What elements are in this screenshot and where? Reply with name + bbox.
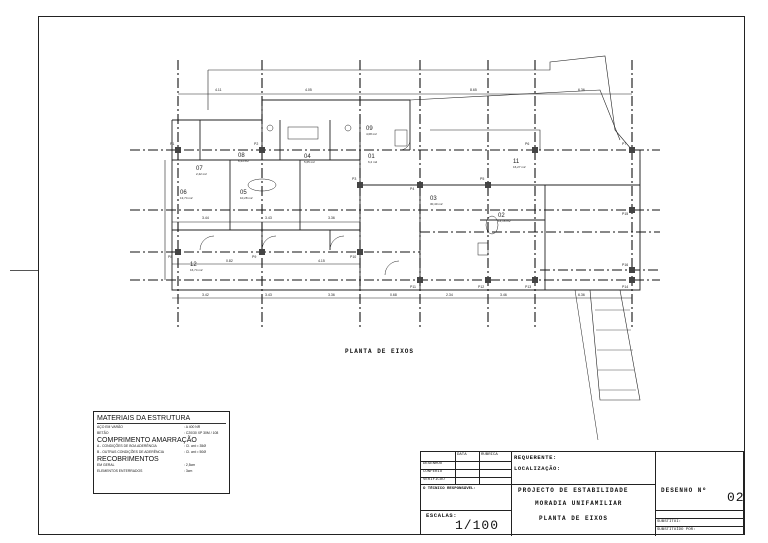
row-conferiu: CONFERIU <box>423 470 443 474</box>
room-area: 5,65 m2 <box>304 160 315 164</box>
dimension: 0.82 <box>226 259 233 263</box>
col-rubrica: RUBRICA <box>481 453 498 457</box>
room-label: 06 <box>180 190 187 196</box>
plan-title: PLANTA DE EIXOS <box>345 348 415 355</box>
escalas-label: ESCALAS: <box>426 512 458 519</box>
project-title: PROJECTO DE ESTABILIDADE <box>518 487 629 494</box>
dimension: 3.42 <box>202 293 209 297</box>
col-data: DATA <box>457 453 467 457</box>
pillar-label: P12 <box>478 285 484 289</box>
materials-table: MATERIAIS DA ESTRUTURA AÇO EM VARÃO: A 4… <box>93 411 230 494</box>
dimension: 3.44 <box>202 216 209 220</box>
scale-value: 1/100 <box>455 518 500 533</box>
room-label: 11 <box>513 159 520 165</box>
anchor-row: B - OUTRAS CONDIÇÕES DE ADERÊNCIA: Cl. a… <box>97 449 206 454</box>
project-subtitle: MORADIA UNIFAMILIAR <box>535 500 623 507</box>
dimension: 4.05 <box>305 88 312 92</box>
room-label: 08 <box>238 153 245 159</box>
pillar-label: P2 <box>254 142 258 146</box>
tecnico-label: O TÉCNICO RESPONSÁVEL: <box>423 487 476 491</box>
dimension: 3.36 <box>328 293 335 297</box>
substituido-label: SUBSTITUÍDO POR: <box>657 528 696 532</box>
room-area: 14,16 m2 <box>498 219 511 223</box>
room-area: 6,2 m2 <box>368 160 378 164</box>
cover-row: EM GERAL: 2,5cm <box>97 463 196 467</box>
pillar-label: P9 <box>252 255 256 259</box>
room-area: 6,43 m2 <box>238 159 249 163</box>
drawing-number: 02 <box>727 490 745 505</box>
drawing-sheet-border <box>38 16 745 535</box>
pillar-label: P13 <box>525 285 531 289</box>
pillar-label: P10 <box>350 255 356 259</box>
room-area: 13,74 m2 <box>180 196 193 200</box>
substitui-label: SUBSTITUI: <box>657 520 682 524</box>
room-label: 07 <box>196 166 203 172</box>
pillar-label: P3 <box>352 177 356 181</box>
row-verificou: VERIFICOU <box>423 478 445 482</box>
dimension: 4.11 <box>215 88 222 92</box>
room-area: 16,74 m2 <box>190 268 203 272</box>
cover-row: ELEMENTOS ENTERRADOS: 3cm <box>97 468 193 473</box>
room-area: 2,42 m2 <box>196 172 207 176</box>
room-label: 09 <box>366 126 373 132</box>
room-label: 12 <box>190 262 197 268</box>
room-area: 16,27 m2 <box>513 165 526 169</box>
pillar-label: P15 <box>622 212 628 216</box>
dimension: 4.15 <box>318 259 325 263</box>
material-row: AÇO EM VARÃO: A 400 NR <box>97 425 201 429</box>
pillar-label: P16 <box>622 263 628 267</box>
material-row: BETÃO: C20/30 XP 30M / 108 <box>97 430 219 435</box>
dimension: 6.36 <box>578 88 585 92</box>
title-block: DATA RUBRICA DESENHOU CONFERIU VERIFICOU… <box>420 451 745 536</box>
dimension: 3.43 <box>265 216 272 220</box>
room-label: 03 <box>430 196 437 202</box>
pillar-label: P8 <box>168 255 172 259</box>
dimension: 0.68 <box>390 293 397 297</box>
room-label: 05 <box>240 190 247 196</box>
dimension: 3.36 <box>328 216 335 220</box>
pillar-label: P5 <box>480 177 484 181</box>
room-area: 30,40 m2 <box>430 202 443 206</box>
materials-title: MATERIAIS DA ESTRUTURA <box>97 415 191 422</box>
drawing-title: PLANTA DE EIXOS <box>539 515 609 522</box>
anchor-row: A - CONDIÇÕES DE BOA ADERÊNCIA: Cl. ant … <box>97 444 206 448</box>
row-desenhou: DESENHOU <box>423 462 443 466</box>
pillar-label: P11 <box>410 285 416 289</box>
pillar-label: P1 <box>170 142 174 146</box>
pillar-label: P14 <box>622 285 628 289</box>
dimension: 2.34 <box>446 293 453 297</box>
anchor-title: COMPRIMENTO AMARRAÇÃO <box>97 437 197 444</box>
drawing-number-label: DESENHO Nº <box>661 487 708 494</box>
cover-title: RECOBRIMENTOS <box>97 456 159 463</box>
pillar-label: P7 <box>622 142 626 146</box>
room-area: 10,28 m2 <box>240 196 253 200</box>
dimension: 3.43 <box>265 293 272 297</box>
dimension: 3.46 <box>500 293 507 297</box>
localizacao-label: LOCALIZAÇÃO: <box>514 465 561 472</box>
room-label: 01 <box>368 154 375 160</box>
pillar-label: P4 <box>410 187 414 191</box>
pillar-label: P6 <box>525 142 529 146</box>
room-area: 4,08 m2 <box>366 132 377 136</box>
room-label: 04 <box>304 154 311 160</box>
requerente-label: REQUERENTE: <box>514 454 557 461</box>
room-label: 02 <box>498 213 505 219</box>
sheet-edge-mark <box>10 270 38 271</box>
dimension: 8.65 <box>470 88 477 92</box>
dimension: 6.36 <box>578 293 585 297</box>
